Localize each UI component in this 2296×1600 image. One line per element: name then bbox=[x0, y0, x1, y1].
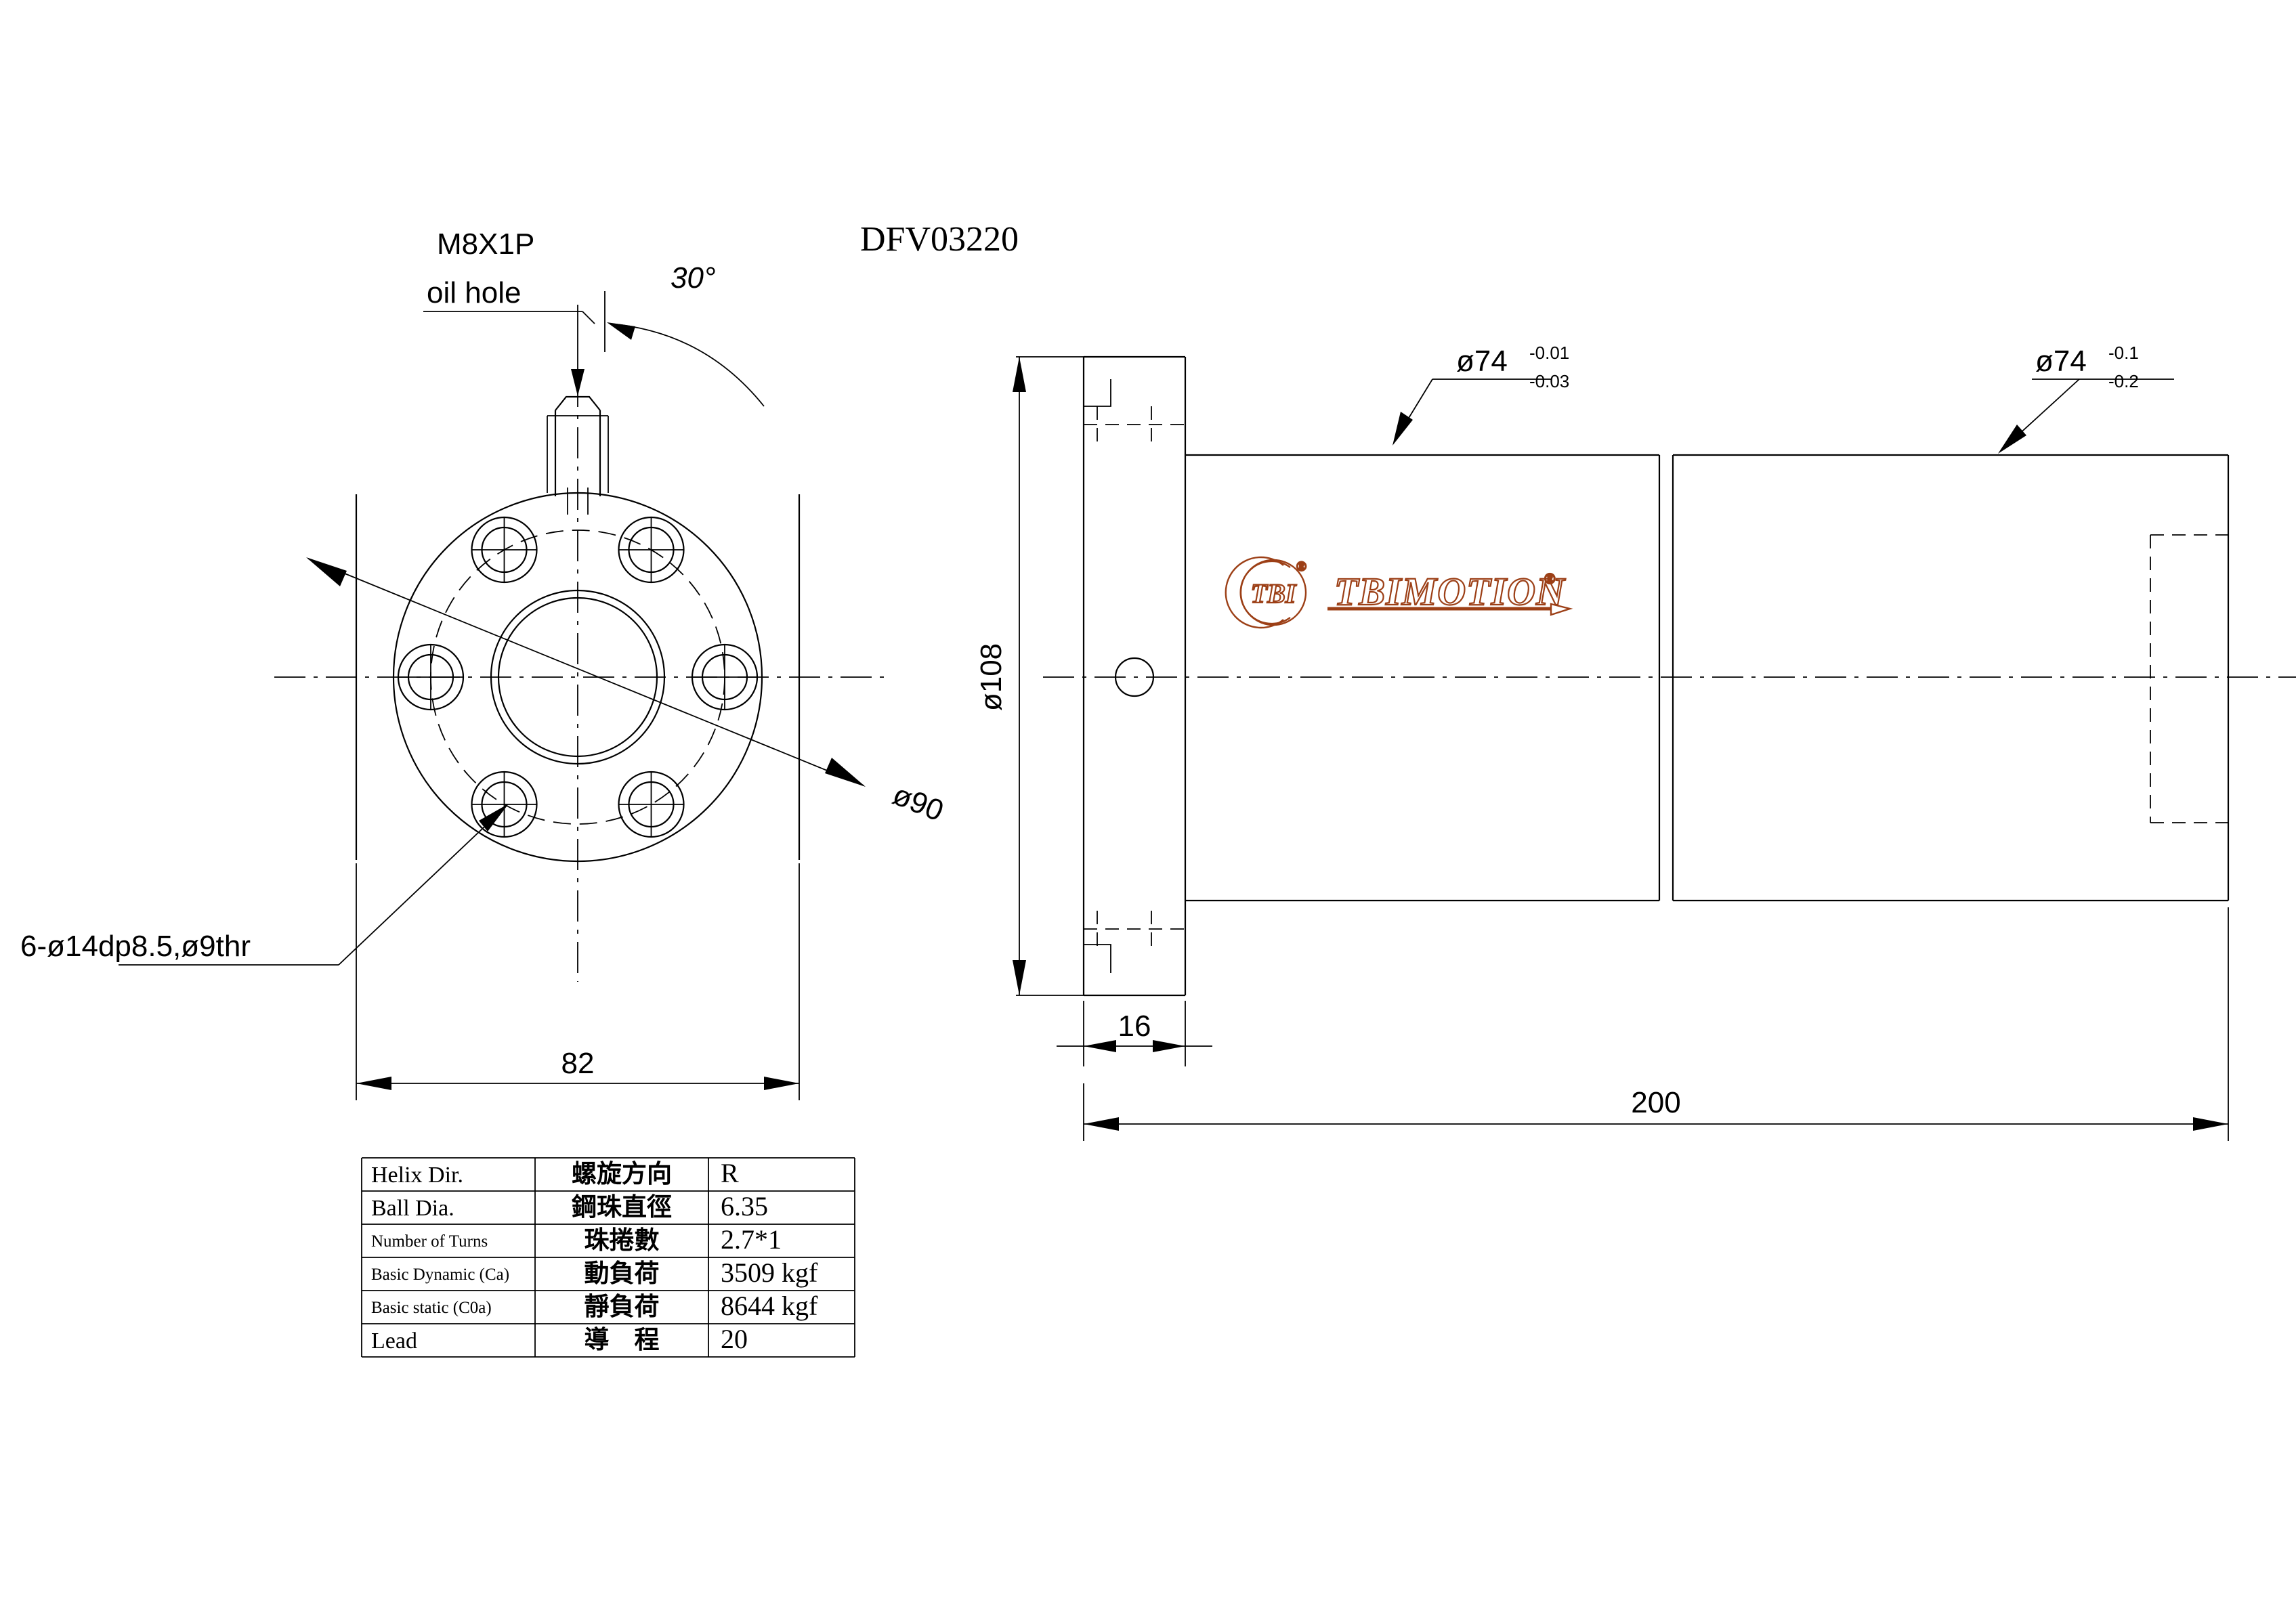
nut-dia-right-lower-tolerance: -0.2 bbox=[2108, 371, 2139, 391]
oil-hole-thread-label: M8X1P bbox=[437, 228, 534, 261]
nut-dia-right-leader bbox=[1998, 379, 2174, 454]
table-cell-english: Basic static (C0a) bbox=[371, 1299, 492, 1317]
right-end-hidden-groove bbox=[2150, 534, 2228, 823]
table-cell-english: Helix Dir. bbox=[371, 1163, 463, 1188]
front-flange-view: M8X1P oil hole 30° ø90 6-ø14dp8.5,ø9thr … bbox=[20, 228, 948, 1100]
logo-tbi-mark: TBI bbox=[1251, 578, 1297, 609]
bolt-pitch-circle bbox=[430, 529, 725, 825]
overall-length-label: 200 bbox=[1631, 1086, 1680, 1119]
table-cell-chinese: 動負荷 bbox=[584, 1259, 660, 1288]
logo-registered-small: ® bbox=[1296, 559, 1306, 574]
bolt-hole-callout-leader bbox=[119, 804, 509, 966]
bolt-circle-diameter-leader bbox=[306, 557, 866, 787]
flange-top-section-ticks bbox=[567, 488, 589, 515]
nut-dia-left-nominal: ø74 bbox=[1456, 345, 1508, 378]
flange-plate bbox=[1082, 355, 1187, 997]
nut-dia-left-lower-tolerance: -0.03 bbox=[1529, 371, 1569, 391]
oil-hole-leader bbox=[571, 305, 584, 396]
overall-length-dimension bbox=[1083, 907, 2229, 1141]
nut-dia-right-upper-tolerance: -0.1 bbox=[2108, 343, 2139, 363]
side-section-view: ø108 16 200 bbox=[975, 343, 2296, 1141]
nut-dia-left-upper-tolerance: -0.01 bbox=[1529, 343, 1569, 363]
logo-registered: ® bbox=[1544, 570, 1555, 587]
table-cell-value: 3509 kgf bbox=[721, 1257, 818, 1288]
flange-width-dimension-label: 82 bbox=[561, 1047, 595, 1080]
table-cell-value: R bbox=[721, 1158, 739, 1188]
logo-wordmark: TBIMOTION bbox=[1334, 569, 1566, 613]
table-cell-value: 2.7*1 bbox=[721, 1224, 782, 1255]
table-cell-chinese: 靜負荷 bbox=[584, 1292, 660, 1321]
flange-diameter-label: ø108 bbox=[975, 643, 1008, 711]
angle-dimension-30 bbox=[604, 291, 765, 407]
tbimotion-logo: TBI ® TBIMOTION ® bbox=[1225, 556, 1573, 629]
nut-dia-left-leader bbox=[1393, 379, 1551, 446]
bolt-circle-diameter-label: ø90 bbox=[888, 778, 948, 828]
table-cell-chinese: 鋼珠直徑 bbox=[572, 1192, 672, 1221]
nut-body-section-right bbox=[1672, 454, 2230, 902]
oil-hole-detail bbox=[547, 395, 609, 496]
drawing-title: DFV03220 bbox=[860, 220, 1019, 259]
logo-underline-arrow bbox=[1550, 603, 1573, 616]
table-cell-chinese: 螺旋方向 bbox=[572, 1159, 672, 1188]
flange-width-dimension bbox=[356, 863, 800, 1100]
table-cell-chinese: 珠捲數 bbox=[584, 1226, 660, 1255]
table-cell-value: 8644 kgf bbox=[721, 1291, 818, 1321]
table-cell-value: 6.35 bbox=[721, 1191, 768, 1221]
nut-dia-right-nominal: ø74 bbox=[2035, 345, 2087, 378]
flange-diameter-dimension bbox=[1013, 356, 1084, 996]
oil-hole-label: oil hole bbox=[427, 276, 521, 309]
angle-label-30: 30° bbox=[671, 261, 716, 295]
flange-thickness-dimension bbox=[1057, 1001, 1212, 1066]
table-cell-english: Basic Dynamic (Ca) bbox=[371, 1266, 509, 1284]
table-cell-english: Ball Dia. bbox=[371, 1196, 454, 1221]
flange-thickness-label: 16 bbox=[1118, 1010, 1151, 1043]
table-cell-english: Number of Turns bbox=[371, 1232, 488, 1251]
nut-body-section-left bbox=[1185, 454, 1661, 902]
bolt-hole-callout-label: 6-ø14dp8.5,ø9thr bbox=[20, 930, 251, 963]
table-cell-english: Lead bbox=[371, 1328, 417, 1354]
logo-c-ring bbox=[1225, 556, 1284, 629]
oil-hole-label-underline-tail bbox=[582, 311, 595, 324]
logo-c-arc bbox=[1239, 560, 1291, 625]
table-cell-value: 20 bbox=[721, 1324, 748, 1354]
table-cell-chinese: 導 程 bbox=[584, 1325, 660, 1354]
